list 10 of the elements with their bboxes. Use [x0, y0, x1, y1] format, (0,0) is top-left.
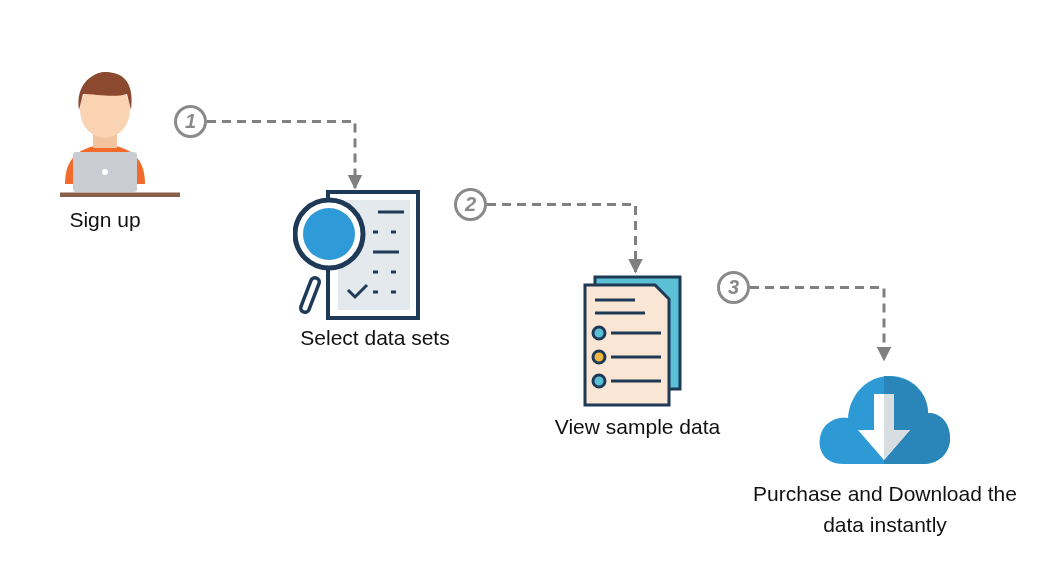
- step-label: Purchase and Download the data instantly: [752, 481, 1018, 538]
- step-label: Select data sets: [299, 325, 451, 351]
- dashed-arrow: [207, 120, 363, 190]
- step-label: Sign up: [68, 207, 142, 233]
- dashed-arrow: [487, 203, 643, 274]
- step-label: View sample data: [553, 414, 722, 440]
- step-number: 3: [717, 271, 750, 304]
- step-number: 2: [454, 188, 487, 221]
- dashed-arrow: [750, 286, 892, 362]
- step-number: 1: [174, 105, 207, 138]
